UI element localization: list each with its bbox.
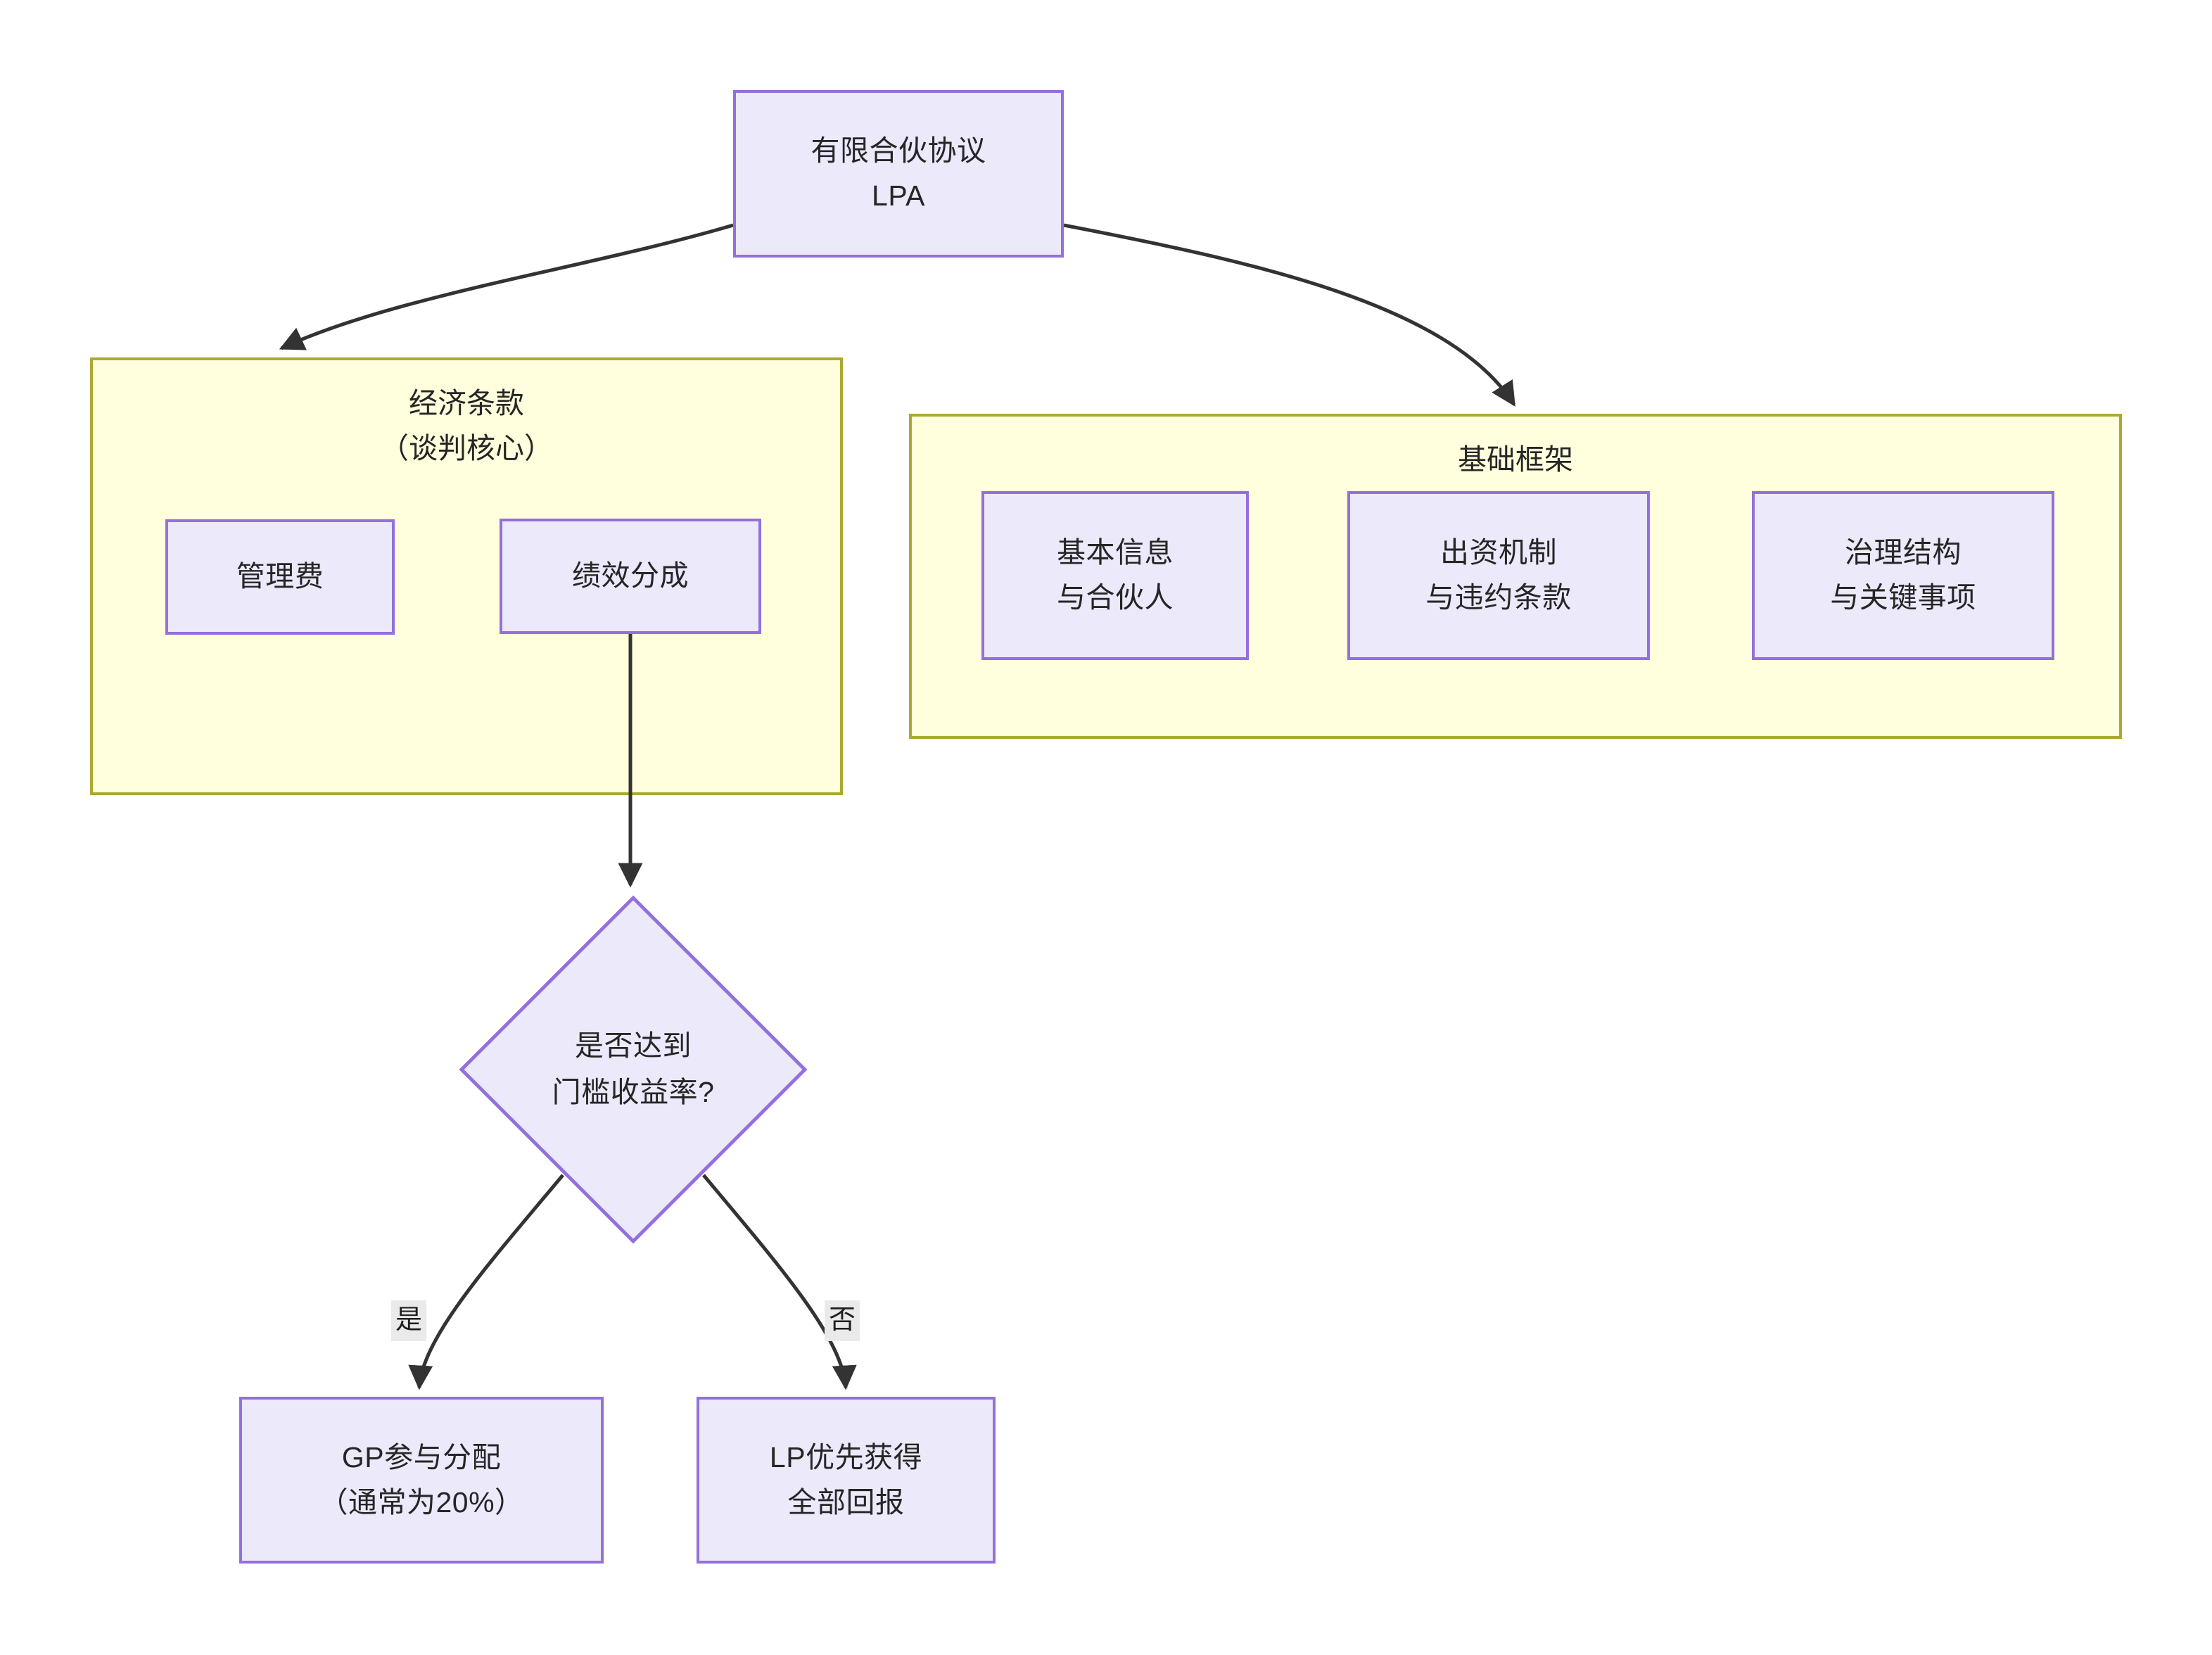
cluster-title-line: 基础框架 (1458, 443, 1573, 476)
node-label-line: 是否达到 (575, 1029, 692, 1063)
node-label-line: LPA (872, 179, 925, 212)
decision-label: 是否达到 门槛收益率? (552, 1023, 715, 1115)
node-label-line: LP优先获得 (769, 1440, 923, 1473)
node-label-line: 与合伙人 (1057, 581, 1174, 614)
diamond-shape-icon (459, 895, 808, 1244)
edge-label-no: 否 (825, 1300, 860, 1341)
node-basic-info[interactable]: 基本信息 与合伙人 (981, 491, 1249, 660)
node-label-line: 全部回报 (787, 1485, 905, 1518)
node-carried-interest[interactable]: 绩效分成 (500, 519, 761, 634)
node-lp-priority[interactable]: LP优先获得 全部回报 (697, 1397, 996, 1564)
node-label-line: 门槛收益率? (552, 1076, 715, 1108)
edge-label-yes: 是 (391, 1300, 427, 1341)
node-management-fee[interactable]: 管理费 (165, 519, 395, 635)
cluster-title-line: （谈判核心） (380, 431, 553, 464)
node-label-line: GP参与分配 (341, 1440, 502, 1473)
node-contribution-mechanism[interactable]: 出资机制 与违约条款 (1347, 491, 1650, 660)
node-governance-structure[interactable]: 治理结构 与关键事项 (1752, 491, 2054, 660)
cluster-basic-framework-title: 基础框架 (912, 438, 2119, 483)
cluster-title-line: 经济条款 (409, 387, 524, 419)
node-label-line: 有限合伙协议 (811, 134, 986, 167)
cluster-economic-terms-title: 经济条款 （谈判核心） (93, 381, 840, 471)
node-label-line: 基本信息 (1057, 536, 1174, 569)
node-label-line: 与关键事项 (1830, 581, 1976, 614)
node-label-line: 治理结构 (1845, 536, 1962, 569)
node-gp-carry[interactable]: GP参与分配 （通常为20%） (239, 1397, 604, 1564)
node-label-line: 管理费 (236, 560, 324, 593)
edge-root-to-framework (1063, 223, 1516, 407)
node-label-line: 绩效分成 (572, 559, 689, 592)
node-label-line: （通常为20%） (319, 1485, 524, 1518)
node-lpa-root[interactable]: 有限合伙协议 LPA (733, 90, 1064, 258)
node-label-line: 与违约条款 (1425, 581, 1572, 614)
node-hurdle-rate-decision[interactable]: 是否达到 门槛收益率? (459, 895, 808, 1244)
node-label-line: 出资机制 (1440, 536, 1557, 569)
edge-root-to-economic (279, 223, 734, 350)
